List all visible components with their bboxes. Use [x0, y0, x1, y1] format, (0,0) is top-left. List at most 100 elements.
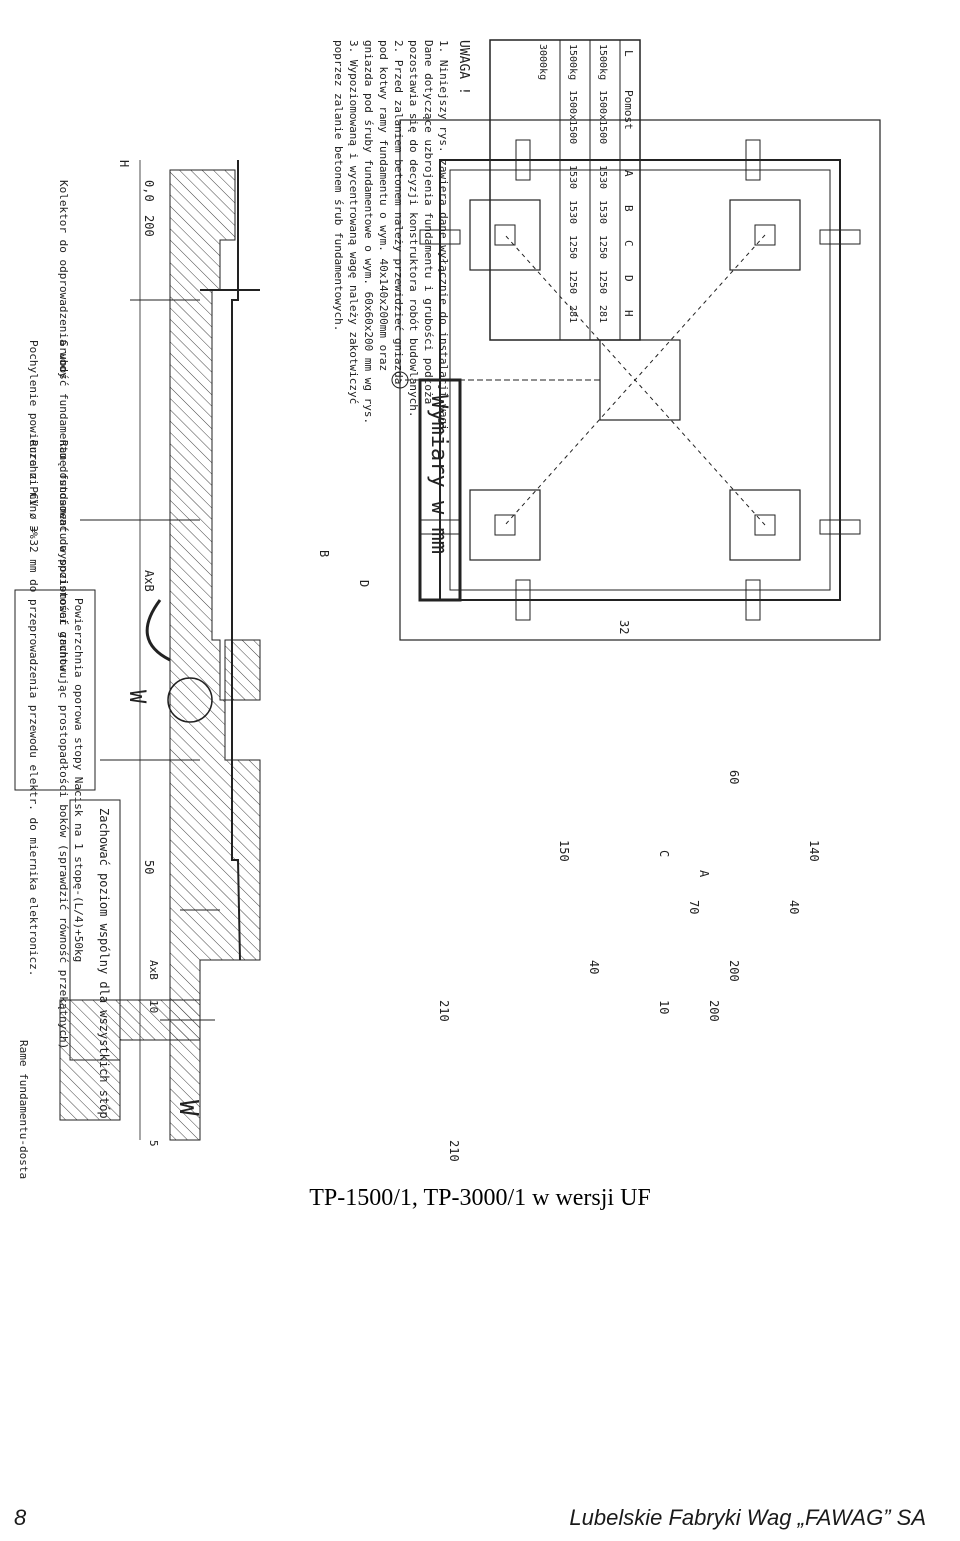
- rotated-drawing-sheet: W 0,0 H 200 AxB 50: [14, 39, 881, 1180]
- units-box: Wymiary w mm: [418, 378, 462, 602]
- bolt-2: [754, 514, 776, 536]
- right-pit-section: [224, 639, 261, 701]
- anchor-b1: [419, 229, 461, 245]
- dim-70: 70: [687, 900, 701, 914]
- td-r1-c: 1250: [597, 235, 608, 259]
- td-r2-b: 1530: [567, 200, 578, 224]
- units-frame: [418, 378, 462, 602]
- dim-40: 40: [787, 900, 801, 914]
- warning-line-8: poprzez zalanie betonem śrub fundamentow…: [332, 40, 345, 331]
- foot-plate-3: [469, 199, 541, 271]
- anchor-l1: [745, 139, 761, 181]
- anchor-t2: [819, 519, 861, 535]
- warning-line-3: pozostawia się do decyzji konstruktora r…: [407, 40, 420, 418]
- th-d: D: [622, 275, 635, 282]
- td-r1-b: 1530: [597, 200, 608, 224]
- bolt-1: [754, 224, 776, 246]
- dim-c: C: [657, 850, 671, 857]
- anchor-r2: [515, 579, 531, 621]
- note-thickness: Grubość fundamentu dostosować do spoisto…: [57, 340, 70, 671]
- foot-plate-1: [729, 199, 801, 271]
- dim-axb: AxB: [142, 570, 156, 592]
- foot-plate-2: [729, 489, 801, 561]
- note-collector: Kolektor do odprowadzenia wody: [57, 180, 70, 379]
- section-view: W 0,0 H 200 AxB 50: [80, 160, 261, 1141]
- td-r2-pomost: 1500x1500: [567, 90, 578, 144]
- td-r2-h: 281: [567, 305, 578, 323]
- technical-drawing: W 0,0 H 200 AxB 50: [14, 39, 881, 1180]
- dim-210-bottom: 210: [447, 1140, 461, 1162]
- notes-block: Zachować poziom wspólny dla wszystkich s…: [14, 180, 121, 1119]
- frame-note: Rame fundamentu-dostarcza producent: [17, 1040, 30, 1180]
- anchor-l2: [515, 139, 531, 181]
- note-frame-level: Ramę fundamentu wypoziomować zachowując …: [57, 440, 70, 1049]
- dim-60: 60: [727, 770, 741, 784]
- note-contact: Powierzchnia oporowa stopy Nacisk na 1 s…: [72, 598, 85, 962]
- dim-32: 32: [617, 620, 631, 634]
- warning-line-2: Dane dotyczące uzbrojenia fundamentu i g…: [422, 40, 435, 404]
- diagonal-2: [504, 234, 766, 526]
- td-r2-a: 1530: [567, 165, 578, 189]
- company-name: Lubelskie Fabryki Wag „FAWAG” SA: [569, 1505, 926, 1530]
- td-r1-d: 1250: [597, 270, 608, 294]
- dim-10: 10: [147, 1000, 160, 1013]
- anchor-t1: [819, 229, 861, 245]
- dim-140: 140: [807, 840, 821, 862]
- td-r3-l: 3000kg: [537, 44, 548, 80]
- detail-w-title: W: [173, 1100, 203, 1116]
- td-r1-h: 281: [597, 305, 608, 323]
- dim-210: 210: [437, 1000, 451, 1022]
- warning-line-6: gniazda pod śruby fundamentowe o wym. 60…: [362, 40, 375, 424]
- dim-a: A: [697, 870, 711, 878]
- bolt-4: [494, 514, 516, 536]
- dim-b: B: [317, 550, 331, 557]
- dim-0-0: 0,0: [142, 180, 156, 202]
- warning-line-4: 2. Przed zalaniem betonem należy przewid…: [392, 40, 405, 384]
- td-r2-c: 1250: [567, 235, 578, 259]
- th-pomost: Pomost: [622, 90, 635, 130]
- dim-axb-detail: AxB: [147, 960, 160, 980]
- dim-200-b: 200: [707, 1000, 721, 1022]
- pcv-pipe: [145, 599, 171, 662]
- th-h: H: [622, 310, 635, 317]
- dim-5: 5: [147, 1140, 160, 1147]
- dim-h: H: [117, 160, 131, 167]
- td-r1-pomost: 1500x1500: [597, 90, 608, 144]
- dim-150: 150: [557, 840, 571, 862]
- page-footer: 8 Lubelskie Fabryki Wag „FAWAG” SA: [0, 1505, 960, 1535]
- dim-50: 50: [142, 860, 156, 874]
- drawing-caption: TP-1500/1, TP-3000/1 w wersji UF: [309, 1185, 651, 1211]
- td-r1-a: 1530: [597, 165, 608, 189]
- warning-line-7: 3. Wypoziomowaną i wycentrowaną wagę nal…: [347, 40, 360, 404]
- platform-line: [231, 160, 241, 961]
- detail-circle: [167, 677, 213, 723]
- warning-title: UWAGA !: [456, 40, 471, 95]
- td-r1-l: 1500kg: [597, 44, 608, 80]
- units-text: Wymiary w mm: [426, 395, 451, 554]
- th-b: B: [622, 205, 635, 212]
- page-number: 8: [14, 1505, 27, 1530]
- dim-10-b: 10: [657, 1000, 671, 1014]
- th-l: L: [622, 50, 635, 57]
- foot-plate-4: [469, 489, 541, 561]
- center-box: [599, 339, 681, 421]
- dim-200: 200: [142, 215, 156, 237]
- td-r2-d: 1250: [567, 270, 578, 294]
- detail-w: W Rame fundamentu-dostarcza producent 10…: [17, 960, 203, 1180]
- detail-w-hatch: [59, 999, 201, 1121]
- td-r2-l: 1500kg: [567, 44, 578, 80]
- detail-w-label: W: [124, 690, 149, 704]
- note-slope: Pochylenie powierzchni min. 3%: [27, 340, 40, 539]
- bolt-3: [494, 224, 516, 246]
- dimension-table: L Pomost A B C D H 1500kg 1500x1500 1530…: [489, 39, 641, 341]
- dim-200-a: 200: [727, 960, 741, 982]
- anchor-r1: [745, 579, 761, 621]
- th-a: A: [622, 170, 635, 177]
- dim-d: D: [357, 580, 371, 587]
- warning-line-5: pod kotwy ramy fundamentu o wym. 40x140x…: [377, 40, 390, 371]
- note-pcv: Rura z PCV ø = 32 mm do przeprowadzenia …: [27, 440, 40, 976]
- dim-40-b: 40: [587, 960, 601, 974]
- foundation-section: [169, 169, 261, 1141]
- warning-line-1: 1. Niniejszy rys. zawiera dane wyłącznie…: [437, 40, 450, 437]
- th-c: C: [622, 240, 635, 247]
